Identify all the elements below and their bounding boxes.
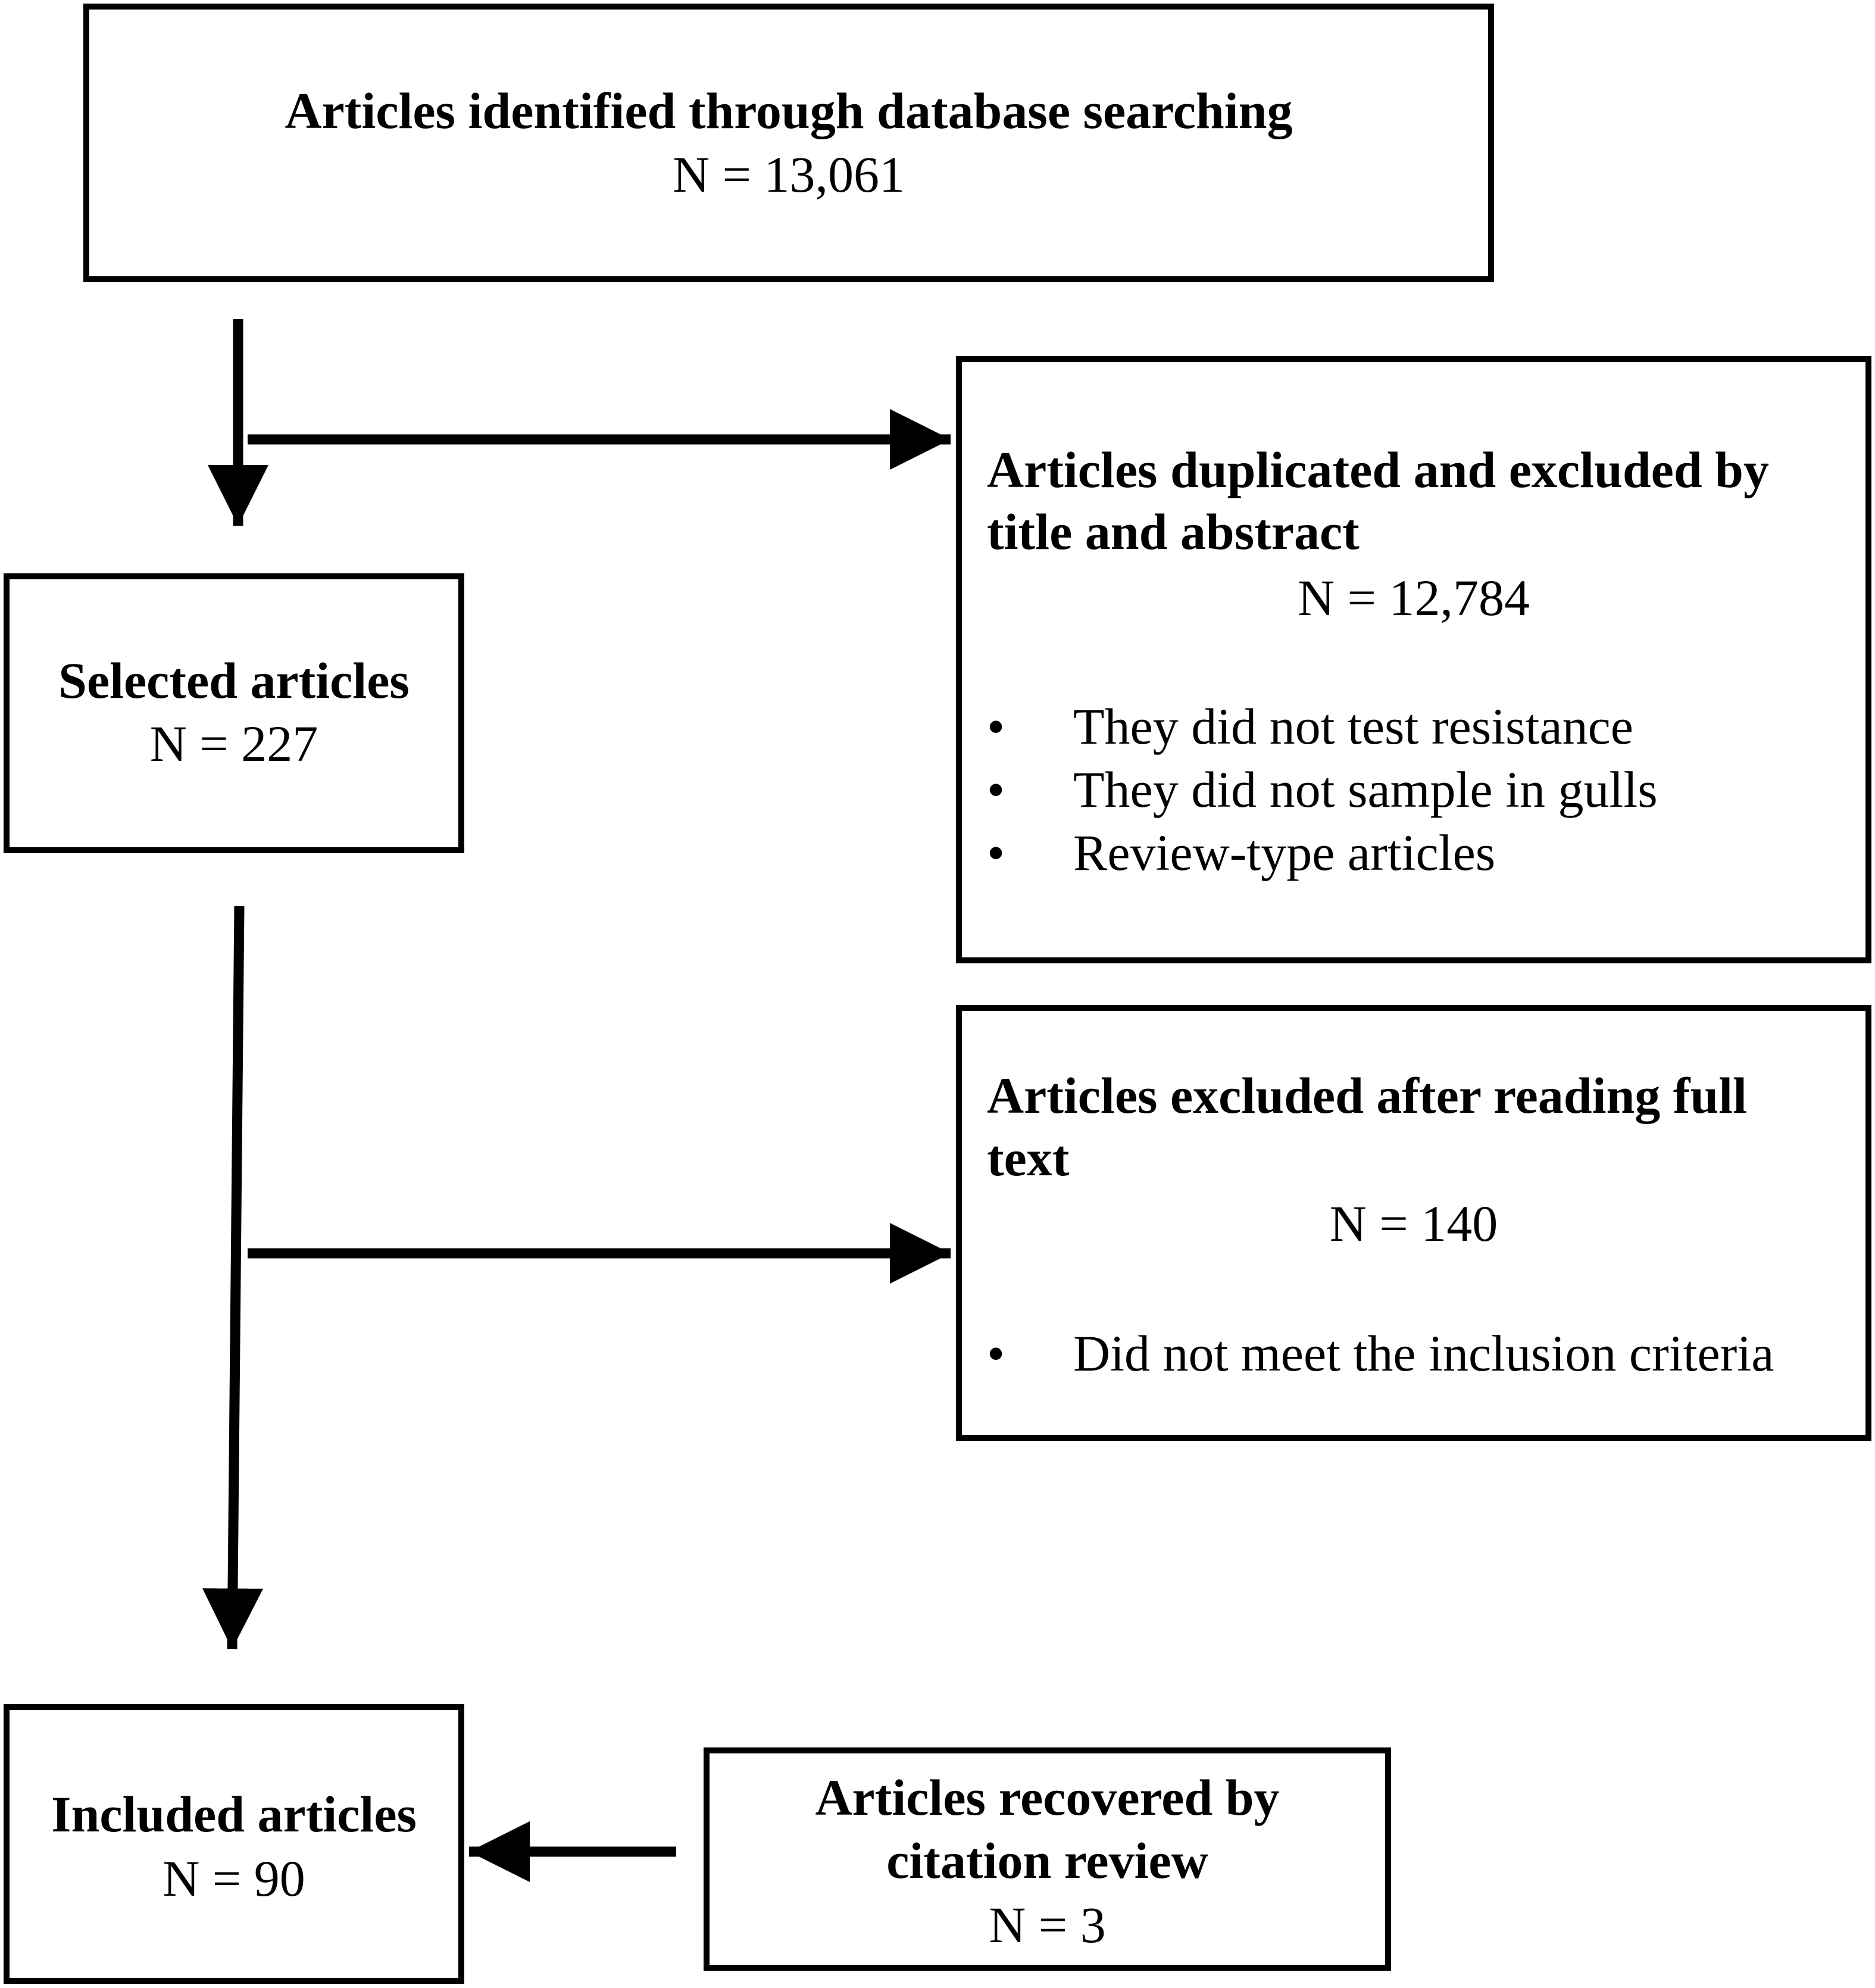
bullet-icon: • [987, 1325, 1005, 1382]
fulltext-title-line2: text [987, 1129, 1070, 1187]
selected-count: N = 227 [149, 715, 318, 772]
included-title: Included articles [51, 1786, 417, 1843]
included-count: N = 90 [162, 1850, 305, 1907]
selected-title: Selected articles [58, 652, 410, 709]
recovered-title-line2: citation review [886, 1832, 1208, 1889]
duplicated-box [956, 356, 1871, 963]
arrow-selected-to-included [202, 906, 263, 1650]
duplicated-title-line1: Articles duplicated and excluded by [987, 441, 1769, 498]
duplicated-reason: They did not test resistance [1073, 698, 1633, 755]
fulltext-box [956, 1005, 1871, 1441]
identified-title: Articles identified through database sea… [285, 82, 1293, 139]
bullet-icon: • [987, 824, 1005, 881]
fulltext-count: N = 140 [1329, 1195, 1498, 1252]
duplicated-count: N = 12,784 [1297, 569, 1530, 626]
duplicated-reason: They did not sample in gulls [1073, 761, 1658, 818]
identified-box [83, 4, 1494, 282]
recovered-count: N = 3 [989, 1896, 1106, 1953]
bullet-icon: • [987, 698, 1005, 755]
fulltext-reason: Did not meet the inclusion criteria [1073, 1325, 1774, 1382]
duplicated-reason: Review-type articles [1073, 824, 1496, 881]
identified-count: N = 13,061 [672, 146, 905, 203]
selected-box [4, 573, 464, 853]
fulltext-title-line1: Articles excluded after reading full [987, 1067, 1748, 1124]
recovered-title-line1: Articles recovered by [815, 1769, 1280, 1826]
recovered-box [704, 1747, 1391, 1971]
duplicated-title-line2: title and abstract [987, 503, 1360, 560]
bullet-icon: • [987, 761, 1005, 818]
included-box [4, 1704, 464, 1984]
